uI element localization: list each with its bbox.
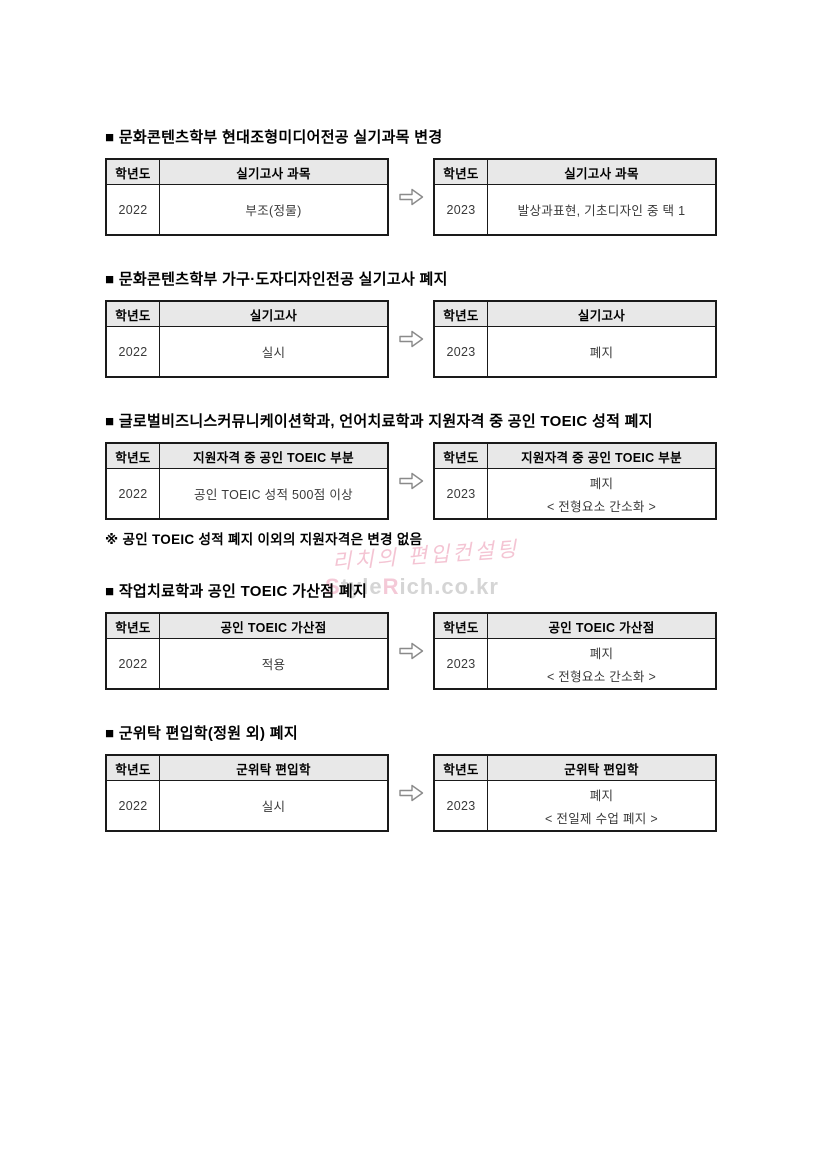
year-header-cell: 학년도 <box>105 442 160 469</box>
section-heading: ■ 문화콘텐츠학부 현대조형미디어전공 실기과목 변경 <box>105 129 443 146</box>
year-header-cell: 학년도 <box>433 612 488 639</box>
value-cell: 폐지 < 전형요소 간소화 > <box>487 638 717 690</box>
year-cell: 2023 <box>433 780 488 832</box>
arrow-right-icon <box>389 754 433 832</box>
column-header-cell: 군위탁 편입학 <box>159 754 389 781</box>
before-after-row: 학년도 실기고사 과목 2022 부조(정물) 학년도 실기고사 과목 <box>105 158 717 236</box>
document-content: ■ 문화콘텐츠학부 현대조형미디어전공 실기과목 변경 학년도 실기고사 과목 … <box>105 129 717 867</box>
value-cell: 실시 <box>159 780 389 832</box>
after-table: 학년도 실기고사 2023 폐지 <box>433 300 717 378</box>
year-cell: 2023 <box>433 638 488 690</box>
watermark-url-part: R <box>382 574 400 599</box>
column-header-cell: 실기고사 과목 <box>487 158 717 185</box>
column-header-cell: 공인 TOEIC 가산점 <box>487 612 717 639</box>
year-cell: 2023 <box>433 326 488 378</box>
value-cell: 폐지 < 전일제 수업 폐지 > <box>487 780 717 832</box>
year-cell: 2022 <box>105 468 160 520</box>
value-main: 실시 <box>261 800 286 814</box>
before-table: 학년도 공인 TOEIC 가산점 2022 적용 <box>105 612 389 690</box>
value-sub: < 전형요소 간소화 > <box>546 499 657 514</box>
value-main: 적용 <box>261 658 286 672</box>
value-main: 폐지 <box>589 788 614 803</box>
before-table: 학년도 실기고사 2022 실시 <box>105 300 389 378</box>
section-heading: ■ 작업치료학과 공인 TOEIC 가산점 폐지 <box>105 583 368 600</box>
after-table: 학년도 군위탁 편입학 2023 폐지 < 전일제 수업 폐지 > <box>433 754 717 832</box>
year-cell: 2022 <box>105 184 160 236</box>
year-cell: 2023 <box>433 184 488 236</box>
year-header-cell: 학년도 <box>433 300 488 327</box>
year-header-cell: 학년도 <box>433 158 488 185</box>
watermark-url-part: ich.co.kr <box>399 574 499 599</box>
section-practical-subject-change: ■ 문화콘텐츠학부 현대조형미디어전공 실기과목 변경 학년도 실기고사 과목 … <box>105 129 717 236</box>
column-header-cell: 지원자격 중 공인 TOEIC 부분 <box>159 442 389 469</box>
arrow-right-icon <box>389 300 433 378</box>
value-sub: < 전일제 수업 폐지 > <box>545 811 658 826</box>
before-after-row: 학년도 실기고사 2022 실시 학년도 실기고사 <box>105 300 717 378</box>
column-header-cell: 지원자격 중 공인 TOEIC 부분 <box>487 442 717 469</box>
year-header-cell: 학년도 <box>433 442 488 469</box>
value-cell: 발상과표현, 기초디자인 중 택 1 <box>487 184 717 236</box>
column-header-cell: 실기고사 <box>487 300 717 327</box>
watermark-url-part: tyle <box>340 574 383 599</box>
column-header-cell: 실기고사 <box>159 300 389 327</box>
value-main: 발상과표현, 기초디자인 중 택 1 <box>517 204 686 218</box>
before-table: 학년도 군위탁 편입학 2022 실시 <box>105 754 389 832</box>
value-cell: 공인 TOEIC 성적 500점 이상 <box>159 468 389 520</box>
section-heading: ■ 글로벌비즈니스커뮤니케이션학과, 언어치료학과 지원자격 중 공인 TOEI… <box>105 413 653 430</box>
section-toeic-requirement-abolished: ■ 글로벌비즈니스커뮤니케이션학과, 언어치료학과 지원자격 중 공인 TOEI… <box>105 413 717 548</box>
value-cell: 폐지 < 전형요소 간소화 > <box>487 468 717 520</box>
section-practical-exam-abolished: ■ 문화콘텐츠학부 가구·도자디자인전공 실기고사 폐지 학년도 실기고사 20… <box>105 271 717 378</box>
arrow-right-icon <box>389 612 433 690</box>
year-header-cell: 학년도 <box>105 612 160 639</box>
value-cell: 부조(정물) <box>159 184 389 236</box>
column-header-cell: 실기고사 과목 <box>159 158 389 185</box>
year-header-cell: 학년도 <box>433 754 488 781</box>
value-main: 폐지 <box>589 346 614 360</box>
before-after-row: 학년도 지원자격 중 공인 TOEIC 부분 2022 공인 TOEIC 성적 … <box>105 442 717 520</box>
value-sub: < 전형요소 간소화 > <box>546 669 657 684</box>
section-heading: ■ 문화콘텐츠학부 가구·도자디자인전공 실기고사 폐지 <box>105 271 448 288</box>
footnote: ※ 공인 TOEIC 성적 폐지 이외의 지원자격은 변경 없음 <box>105 532 423 547</box>
year-cell: 2022 <box>105 638 160 690</box>
value-cell: 폐지 <box>487 326 717 378</box>
section-toeic-bonus-abolished: ■ 작업치료학과 공인 TOEIC 가산점 폐지 학년도 공인 TOEIC 가산… <box>105 583 717 690</box>
section-heading: ■ 군위탁 편입학(정원 외) 폐지 <box>105 725 298 742</box>
section-military-transfer-abolished: ■ 군위탁 편입학(정원 외) 폐지 학년도 군위탁 편입학 2022 실시 <box>105 725 717 832</box>
watermark-url-part: S <box>325 574 341 599</box>
year-cell: 2022 <box>105 326 160 378</box>
column-header-cell: 공인 TOEIC 가산점 <box>159 612 389 639</box>
value-cell: 적용 <box>159 638 389 690</box>
value-cell: 실시 <box>159 326 389 378</box>
arrow-right-icon <box>389 442 433 520</box>
before-after-row: 학년도 공인 TOEIC 가산점 2022 적용 학년도 공인 TOEIC 가산… <box>105 612 717 690</box>
before-table: 학년도 지원자격 중 공인 TOEIC 부분 2022 공인 TOEIC 성적 … <box>105 442 389 520</box>
after-table: 학년도 지원자격 중 공인 TOEIC 부분 2023 폐지 < 전형요소 간소… <box>433 442 717 520</box>
watermark-url-text: StyleRich.co.kr <box>325 574 499 600</box>
value-main: 실시 <box>261 346 286 360</box>
year-header-cell: 학년도 <box>105 158 160 185</box>
year-cell: 2022 <box>105 780 160 832</box>
column-header-cell: 군위탁 편입학 <box>487 754 717 781</box>
after-table: 학년도 공인 TOEIC 가산점 2023 폐지 < 전형요소 간소화 > <box>433 612 717 690</box>
value-main: 폐지 <box>589 476 614 491</box>
value-main: 부조(정물) <box>245 204 302 218</box>
year-header-cell: 학년도 <box>105 754 160 781</box>
arrow-right-icon <box>389 158 433 236</box>
value-main: 폐지 <box>589 646 614 661</box>
year-cell: 2023 <box>433 468 488 520</box>
after-table: 학년도 실기고사 과목 2023 발상과표현, 기초디자인 중 택 1 <box>433 158 717 236</box>
value-main: 공인 TOEIC 성적 500점 이상 <box>194 488 353 502</box>
year-header-cell: 학년도 <box>105 300 160 327</box>
before-table: 학년도 실기고사 과목 2022 부조(정물) <box>105 158 389 236</box>
before-after-row: 학년도 군위탁 편입학 2022 실시 학년도 군위탁 편입학 <box>105 754 717 832</box>
